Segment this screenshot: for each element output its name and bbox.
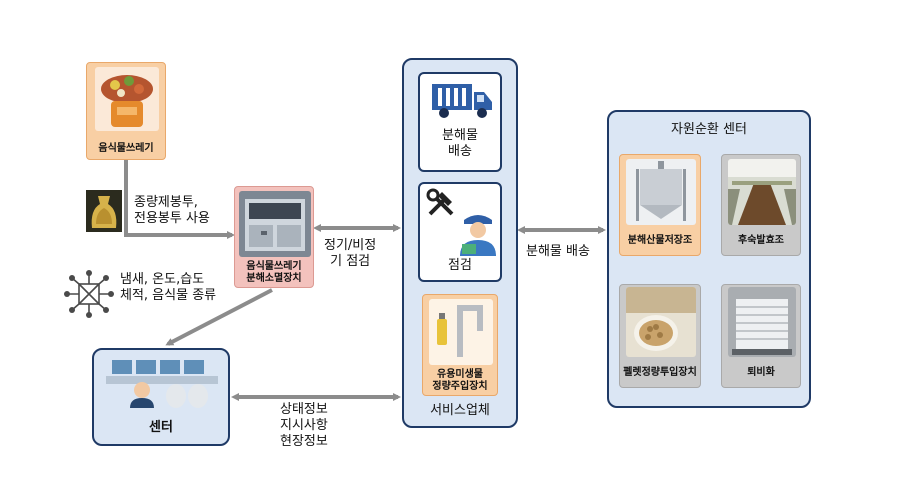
- sensor-note-line1: 냄새, 온도,습도: [120, 272, 205, 287]
- pellet-feeder-label: 펠렛정량투입장치: [623, 367, 697, 378]
- disposer-label-line1: 음식물쓰레기: [246, 261, 302, 272]
- fermenter-label: 후숙발효조: [738, 235, 784, 246]
- shipping-link-label: 분해물 배송: [526, 244, 590, 259]
- inspection-link-line2: 기 점검: [330, 254, 371, 269]
- compost-label: 퇴비화: [747, 367, 775, 378]
- microbe-line1: 유용미생물: [437, 369, 483, 380]
- arrow-bin-to-disposer: [124, 160, 235, 239]
- microbe-injector-image: [429, 299, 493, 365]
- microbe-injector-card: 유용미생물 정량주입장치: [422, 294, 498, 396]
- sensor-note-line2: 체적, 음식물 종류: [120, 288, 217, 303]
- inspection-link-line1: 정기/비정: [324, 238, 377, 253]
- storage-tank-image: [626, 159, 696, 225]
- bag-note-line1: 종량제봉투,: [134, 195, 198, 210]
- compost-image: [728, 287, 796, 357]
- storage-tank-card: 분해산물저장조: [619, 154, 701, 256]
- food-waste-bin-card: 음식물쓰레기: [86, 62, 166, 160]
- waste-bag-icon: [86, 190, 122, 232]
- food-waste-bin-image: [95, 67, 159, 131]
- inspection-label: 점검: [448, 258, 472, 273]
- fermenter-card: 후숙발효조: [721, 154, 801, 256]
- delivery-label: 분해물 배송: [420, 128, 500, 160]
- center-link-label: 상태정보 지시사항 현장정보: [280, 402, 328, 450]
- sensor-note: 냄새, 온도,습도 체적, 음식물 종류: [120, 272, 216, 304]
- delivery-line1: 분해물: [442, 128, 478, 143]
- recycle-center-panel: 자원순환 센터 분해산물저장조 후숙발효조 펠렛정량투입: [607, 110, 811, 408]
- disposer-image: [239, 191, 311, 257]
- center-link-line3: 현장정보: [280, 434, 328, 449]
- disposer-label-line2: 분해소멸장치: [246, 273, 302, 284]
- service-company-panel: 분해물 배송 점검 유용미생물 정량주입장치: [402, 58, 518, 428]
- pellet-feeder-image: [626, 287, 696, 357]
- inspection-link-label: 정기/비정 기 점검: [324, 238, 376, 270]
- disposer-card: 음식물쓰레기 분해소멸장치: [234, 186, 314, 288]
- center-link-line2: 지시사항: [280, 418, 328, 433]
- center-panel: 센터: [92, 348, 230, 446]
- inspection-box: 점검: [418, 182, 502, 282]
- service-company-title: 서비스업체: [430, 403, 490, 418]
- center-label: 센터: [149, 420, 173, 435]
- compost-card: 퇴비화: [721, 284, 801, 388]
- tools-icon: [426, 188, 454, 216]
- recycle-center-title: 자원순환 센터: [671, 122, 747, 137]
- center-link-line1: 상태정보: [280, 402, 328, 417]
- fermenter-image: [728, 159, 796, 225]
- pellet-feeder-card: 펠렛정량투입장치: [619, 284, 701, 388]
- food-waste-bin-label: 음식물쓰레기: [98, 143, 154, 154]
- arrow-disposer-to-center: [165, 288, 273, 346]
- storage-tank-label: 분해산물저장조: [627, 235, 693, 246]
- sensor-circuit-icon: [64, 270, 114, 318]
- bag-note: 종량제봉투, 전용봉투 사용: [134, 195, 210, 227]
- disposer-label: 음식물쓰레기 분해소멸장치: [235, 261, 313, 285]
- truck-icon: [432, 84, 492, 118]
- microbe-injector-label: 유용미생물 정량주입장치: [423, 369, 497, 393]
- microbe-line2: 정량주입장치: [432, 381, 488, 392]
- operator-illustration: [106, 360, 218, 408]
- delivery-line2: 배송: [448, 144, 472, 159]
- delivery-box: 분해물 배송: [418, 72, 502, 172]
- bag-note-line2: 전용봉투 사용: [134, 211, 210, 226]
- technician-icon: [460, 215, 496, 256]
